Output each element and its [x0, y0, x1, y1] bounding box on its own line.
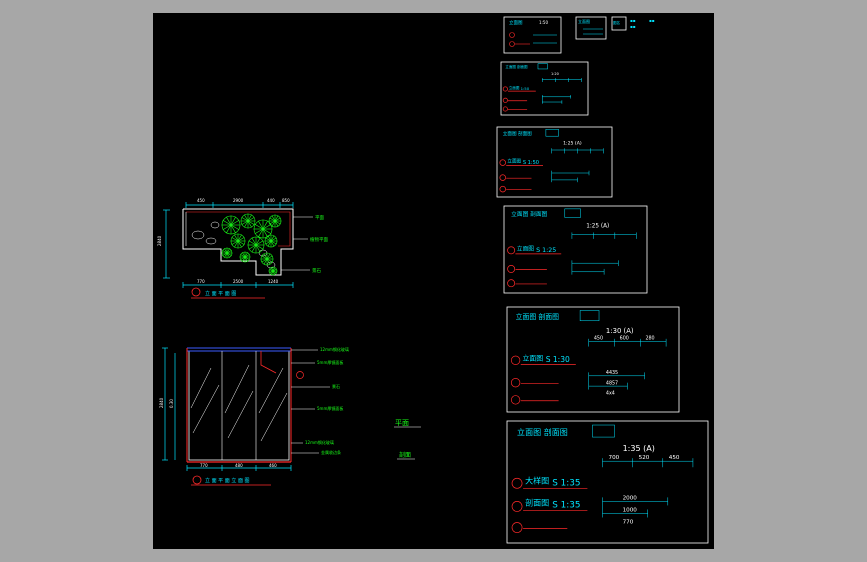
block-dim: 4x4	[606, 391, 615, 397]
block-dim: 2000	[623, 495, 638, 501]
tiny-dim: 1:50	[539, 20, 548, 25]
plant-icon	[264, 234, 278, 248]
tiny-label: 立面图	[509, 19, 523, 26]
block-row-scale: S 1:35	[552, 478, 580, 488]
block-scale: 1:20	[551, 72, 559, 76]
block-row-label: 立面图	[509, 85, 520, 90]
elev-bottom-dim: 480	[235, 463, 243, 468]
elev-callout: 金属收边条	[321, 449, 341, 455]
block-dim: 4857	[606, 380, 618, 386]
block-dim: 4435	[606, 370, 618, 376]
block-dim: 520	[639, 455, 650, 461]
elev-callout: 12mm钢化玻璃	[305, 439, 334, 445]
block-heading: 立面图 剖面图	[517, 427, 568, 437]
block-scale: 1:25 (A)	[563, 140, 582, 146]
plant-icon	[239, 251, 251, 263]
block-scale: 1:25 (A)	[586, 223, 609, 229]
block-heading: 立面图 剖面图	[503, 130, 532, 137]
plan-bottom-dim: 1240	[268, 279, 279, 284]
block-dim: 770	[623, 520, 634, 526]
elev-title: 立 面 平 面 立 面 图	[205, 477, 250, 484]
plant-icon	[260, 252, 274, 266]
block-row-scale: S 1:35	[552, 500, 580, 510]
plan-left-dim: 2840	[157, 235, 162, 246]
loose-mark: 剖面	[399, 451, 411, 459]
plant-icon	[221, 215, 241, 235]
loose-marks: 平面 剖面	[394, 419, 421, 460]
drawing-canvas: 450 2900 440 850 2840 平面 植物平面 景石	[153, 13, 714, 549]
elev-callout: 景石	[332, 383, 340, 389]
block-row-scale: S 1:25	[536, 247, 556, 254]
plant-icon	[268, 266, 278, 276]
loose-mark: 平面	[395, 419, 409, 427]
plant-icon	[221, 247, 233, 259]
elev-callout: 12mm钢化玻璃	[320, 346, 349, 352]
elev-callout: 5mm厚镜面板	[317, 359, 343, 365]
elevation-view: 2840 0.30 12mm钢化玻璃 5mm厚镜面板 景	[159, 346, 349, 486]
block-dim: 1000	[623, 507, 638, 513]
plan-bottom-dim: 770	[197, 279, 205, 284]
plan-title: 立 面 平 面 图	[205, 290, 236, 297]
elev-bottom-dim: 460	[269, 463, 277, 468]
plant-icon	[268, 214, 282, 228]
elev-left-dim: 2840	[159, 397, 164, 408]
block-row-scale: S 1:50	[523, 160, 539, 166]
elev-callout: 5mm厚镜面板	[317, 405, 343, 411]
block-dim: 280	[645, 336, 654, 342]
tiny-label: 立面图	[578, 18, 590, 24]
block-row-label: 立面图	[522, 353, 543, 362]
block-heading: 立面图 剖面图	[511, 210, 547, 218]
plan-callout: 平面	[315, 215, 324, 221]
block-row-label: 立面图	[517, 244, 534, 252]
block-scale: 1:30 (A)	[606, 327, 634, 335]
plant-icon	[253, 219, 273, 239]
elev-bottom-dim: 770	[200, 463, 208, 468]
block-dim: 600	[620, 336, 629, 342]
cad-drawing: 450 2900 440 850 2840 平面 植物平面 景石	[157, 16, 709, 544]
plan-top-dim: 2900	[233, 198, 244, 203]
block-row-scale: S 1:30	[546, 355, 570, 364]
tiny-label: 图名	[613, 20, 620, 25]
plant-symbols	[221, 213, 282, 276]
block-heading: 立面图 剖面图	[516, 312, 560, 321]
plan-callout: 植物平面	[310, 236, 328, 243]
svg-text:▪▪: ▪▪	[649, 18, 655, 23]
block-row-label: 大样图	[525, 475, 549, 485]
elev-callouts: 12mm钢化玻璃 5mm厚镜面板 景石 5mm厚镜面板 12mm钢化玻璃 金属收…	[291, 346, 349, 455]
plant-icon	[240, 213, 256, 229]
plan-top-dim: 450	[197, 198, 205, 203]
elev-left-dim: 0.30	[169, 399, 174, 408]
svg-text:▪▪: ▪▪	[630, 18, 636, 23]
tiny-panels: 立面图 1:50 立面图 图名 ▪▪ ▪▪ ▪▪	[503, 16, 655, 54]
block-row-scale: 1:50	[521, 86, 530, 91]
block-scale: 1:35 (A)	[623, 444, 655, 453]
block-dim: 450	[669, 455, 680, 461]
plan-view: 450 2900 440 850 2840 平面 植物平面 景石	[157, 198, 328, 299]
block-row-label: 剖面图	[525, 497, 549, 507]
plan-top-dim: 440	[267, 198, 275, 203]
plan-callout: 景石	[312, 268, 321, 274]
block-dim: 450	[594, 336, 603, 342]
block-heading: 立面图 剖面图	[505, 64, 528, 69]
block-dim: 700	[609, 455, 620, 461]
plant-icon	[247, 236, 265, 254]
block-row-label: 立面图	[507, 158, 521, 165]
svg-text:▪▪: ▪▪	[630, 24, 636, 29]
plant-icon	[230, 233, 246, 249]
plan-bottom-dim: 2500	[233, 279, 244, 284]
plan-top-dim: 850	[282, 198, 290, 203]
